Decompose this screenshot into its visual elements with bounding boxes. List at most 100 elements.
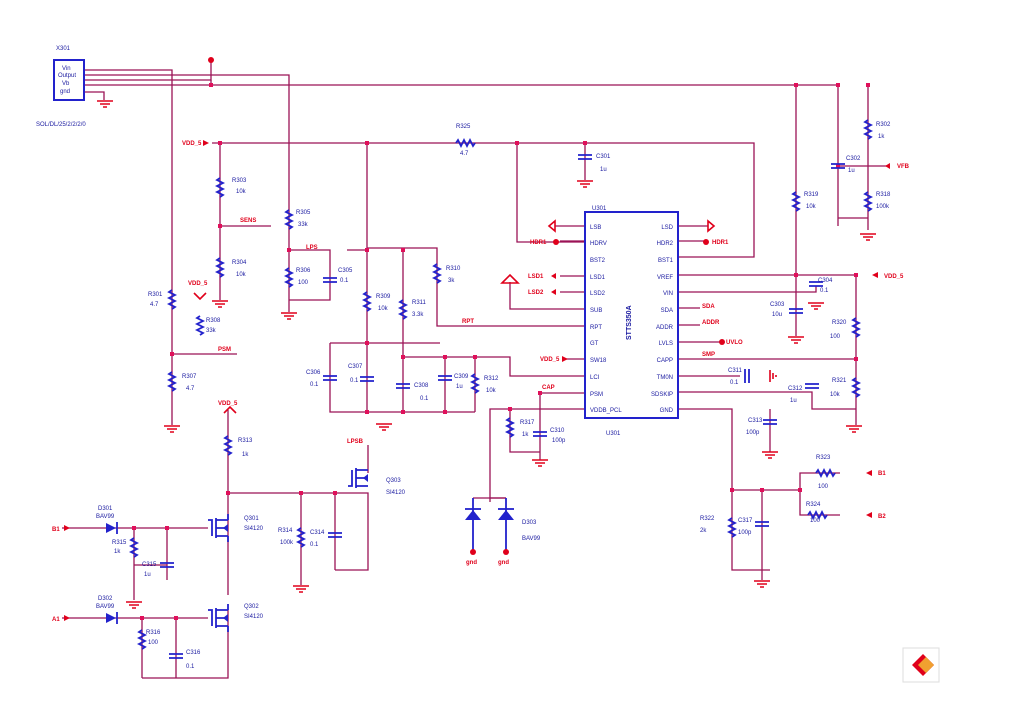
- svg-text:BAV99: BAV99: [522, 536, 541, 542]
- net-labels: VDD_5 VDD_5 VDD_5 VDD_5 VDD_5 HDR1 HDR1 …: [52, 140, 910, 623]
- svg-text:C307: C307: [348, 364, 363, 370]
- svg-text:R301: R301: [148, 292, 163, 298]
- net-label-vfb: VFB: [897, 164, 910, 170]
- chip-pin-left-4: LSD1: [590, 275, 606, 281]
- net-label-in-a: B1: [52, 527, 60, 533]
- diode-d301: D301 BAV99: [96, 506, 118, 534]
- chip-pin-left-5: LSD2: [590, 291, 606, 297]
- net-label-lsd1: LSD1: [528, 274, 544, 280]
- svg-text:SI4120: SI4120: [244, 614, 264, 620]
- net-label-lp: LPS: [306, 245, 318, 251]
- capacitor-c306: C306 0.1: [306, 370, 337, 388]
- capacitor-c301: C301 1u: [578, 154, 611, 173]
- resistor-r311: R311 3.3k: [397, 299, 427, 320]
- svg-text:R323: R323: [816, 455, 831, 461]
- chip-pin-left-2: HDRV: [590, 241, 607, 247]
- svg-text:R325: R325: [456, 124, 471, 130]
- transistor-q301: Q301 SI4120: [208, 514, 264, 542]
- svg-text:100p: 100p: [738, 530, 752, 536]
- chip-pin-left-10: LCI: [590, 375, 600, 381]
- net-label-vdd-top: VDD_5: [182, 141, 202, 147]
- svg-text:100: 100: [830, 334, 841, 340]
- svg-text:BAV99: BAV99: [96, 604, 115, 610]
- resistor-r304: R304 10k: [214, 257, 247, 278]
- svg-text:0.1: 0.1: [730, 380, 739, 386]
- junctions: [132, 83, 870, 620]
- svg-text:R319: R319: [804, 192, 819, 198]
- svg-text:D302: D302: [98, 596, 113, 602]
- resistor-r324: R324 100: [806, 502, 828, 524]
- chip-pin-right-4: VREF: [657, 275, 673, 281]
- svg-text:0.1: 0.1: [820, 288, 829, 294]
- svg-text:1k: 1k: [878, 134, 885, 140]
- chip-pin-right-12: GND: [660, 408, 674, 414]
- net-label-vdd-c: VDD_5: [540, 357, 560, 363]
- chip-pin-right-11: SDSKIP: [651, 392, 673, 398]
- svg-text:SI4120: SI4120: [386, 490, 406, 496]
- chip-pin-right-2: HDR2: [657, 241, 674, 247]
- svg-text:1u: 1u: [600, 167, 607, 173]
- svg-text:SI4120: SI4120: [244, 526, 264, 532]
- svg-text:10k: 10k: [236, 189, 247, 195]
- svg-text:R312: R312: [484, 376, 499, 382]
- resistor-r314: R314 100k: [278, 527, 307, 548]
- svg-text:Q303: Q303: [386, 478, 401, 484]
- svg-text:C312: C312: [788, 386, 803, 392]
- net-label-mid: SENS: [240, 218, 256, 224]
- svg-text:R313: R313: [238, 438, 253, 444]
- capacitor-c310: C310 100p: [533, 428, 566, 444]
- capacitor-c308: C308 0.1: [396, 383, 429, 402]
- net-label-b2: B2: [878, 514, 886, 520]
- chip-pin-left-8: GT: [590, 341, 599, 347]
- net-label-lsd2: LSD2: [528, 290, 544, 296]
- svg-text:Q302: Q302: [244, 604, 259, 610]
- svg-text:BAV99: BAV99: [96, 514, 115, 520]
- net-label-in-b: A1: [52, 617, 60, 623]
- chip-pin-right-8: LVLS: [659, 341, 673, 347]
- svg-text:C313: C313: [748, 418, 763, 424]
- net-label-rpt: RPT: [462, 319, 474, 325]
- net-label-gnd-b: gnd: [498, 560, 509, 566]
- resistor-r321: R321 10k: [830, 377, 862, 398]
- svg-text:4.7: 4.7: [186, 386, 195, 392]
- diode-d303: D303 BAV99: [465, 498, 541, 555]
- svg-text:R317: R317: [520, 420, 535, 426]
- net-label-smp: SMP: [702, 352, 715, 358]
- ground-symbols: [97, 57, 876, 609]
- svg-text:1k: 1k: [242, 452, 249, 458]
- capacitor-c305: C305 0.1: [323, 268, 353, 284]
- net-label-lpb: LPSB: [347, 439, 364, 445]
- capacitor-c313: C313 100p: [746, 418, 777, 436]
- connector-pin-2: Output: [58, 73, 76, 79]
- capacitor-c311: C311 0.1: [728, 368, 750, 386]
- svg-text:C311: C311: [728, 368, 743, 374]
- resistor-r325: R325 4.7: [455, 124, 476, 157]
- svg-text:100p: 100p: [746, 430, 760, 436]
- svg-text:R324: R324: [806, 502, 821, 508]
- connector-pin-1: Vin: [62, 66, 71, 72]
- diodes: D301 BAV99 D302 BAV99 D303 BAV99: [96, 498, 541, 624]
- resistor-r305: R305 33k: [283, 209, 311, 230]
- resistor-r307: R307 4.7: [166, 371, 197, 392]
- capacitor-c304: C304 0.1: [809, 278, 833, 294]
- svg-text:4.7: 4.7: [150, 302, 159, 308]
- chip-pin-right-5: VIN: [663, 291, 673, 297]
- svg-text:R303: R303: [232, 178, 247, 184]
- net-label-hdr-a: HDR1: [530, 240, 547, 246]
- transistor-q302: Q302 SI4120: [208, 604, 264, 632]
- svg-text:100: 100: [298, 280, 309, 286]
- chip-pin-left-1: LSB: [590, 225, 601, 231]
- svg-text:R304: R304: [232, 260, 247, 266]
- svg-text:100: 100: [148, 640, 159, 646]
- net-label-sda: SDA: [702, 304, 715, 310]
- capacitor-c315: C315 1u: [142, 562, 174, 578]
- capacitor-c312: C312 1u: [788, 383, 819, 404]
- capacitor-c302: C302 1u: [831, 156, 861, 174]
- svg-text:C315: C315: [142, 562, 157, 568]
- resistor-r315: R315 1k: [112, 537, 140, 558]
- svg-text:1u: 1u: [790, 398, 797, 404]
- svg-text:C302: C302: [846, 156, 861, 162]
- resistor-r310: R310 3k: [431, 263, 461, 284]
- capacitor-c316: C316 0.1: [169, 650, 201, 670]
- chip-pin-left-9: SW18: [590, 358, 607, 364]
